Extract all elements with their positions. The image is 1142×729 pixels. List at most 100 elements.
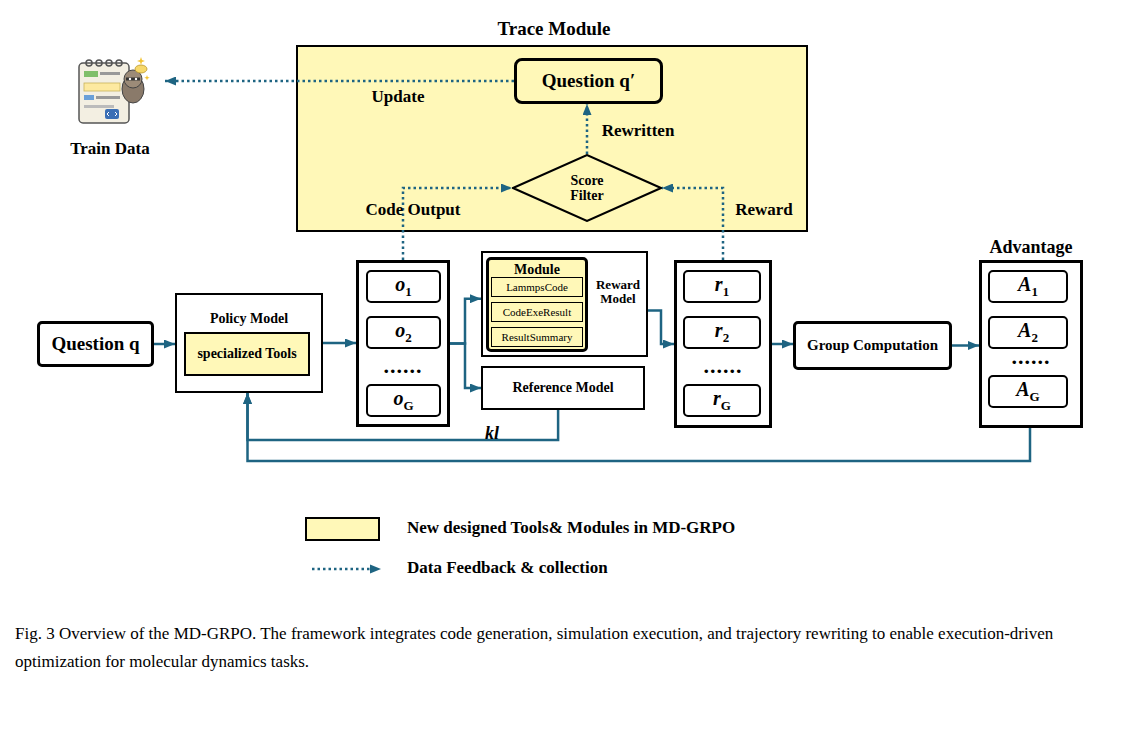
label-group: oG — [368, 386, 439, 415]
policy-model: Policy Model specialized Tools — [175, 293, 323, 393]
legend-text: New designed Tools& Modules in MD-GRPO — [407, 518, 735, 538]
label-group: AG — [1016, 378, 1039, 404]
reward-box: r2 — [683, 316, 761, 349]
symbol-label: r — [713, 387, 721, 409]
label-group: r2 — [685, 318, 759, 347]
node-label: specialized Tools — [186, 334, 308, 374]
trace-module: Trace ModuleQuestion q′Score Filter — [296, 45, 808, 232]
reward-box: r1 — [683, 270, 761, 303]
label-group: rG — [685, 386, 759, 415]
feedback-arrow — [586, 104, 589, 154]
subscript-label: 1 — [723, 284, 730, 299]
module-box: ModuleLammpsCodeCodeExeResultResultSumma… — [486, 257, 588, 352]
symbol-label: r — [715, 319, 723, 341]
edge-label: Update — [372, 87, 425, 107]
symbol-label: r — [715, 273, 723, 295]
node-label: ...... — [359, 355, 447, 377]
reference-model: Reference Model — [481, 366, 645, 410]
flow-arrow — [648, 310, 674, 344]
node-label: CodeExeResult — [492, 303, 582, 321]
flow-arrow — [248, 393, 559, 440]
label-group: o1 — [368, 272, 439, 301]
output-box: o2 — [366, 316, 441, 349]
edge-label: kl — [485, 423, 499, 444]
label-group: AG — [990, 377, 1066, 406]
subscript-label: G — [403, 398, 413, 413]
node-label: LammpsCode — [492, 278, 582, 296]
advantage-column: Advantage......A1A2AG — [979, 260, 1083, 428]
subscript-label: 2 — [1031, 330, 1038, 345]
legend-text: Data Feedback & collection — [407, 558, 608, 578]
subscript-label: G — [1030, 389, 1040, 404]
reward-column: ......r1r2rG — [674, 260, 772, 428]
decision-diamond: Score Filter — [512, 154, 662, 222]
node-label: Reward Model — [589, 271, 647, 313]
feedback-arrow — [165, 80, 514, 83]
feedback-arrow — [403, 188, 512, 260]
output-box: oG — [366, 384, 441, 417]
label-group: rG — [713, 387, 731, 413]
reward-model: Reward ModelModuleLammpsCodeCodeExeResul… — [481, 251, 648, 357]
node-label: Question q — [40, 324, 151, 364]
subscript-label: 2 — [723, 330, 730, 345]
label-group: A2 — [990, 318, 1066, 347]
symbol-label: A — [1018, 319, 1031, 341]
edge-label: Code Output — [366, 200, 461, 220]
module-item: CodeExeResult — [491, 302, 583, 322]
label-group: o2 — [395, 319, 412, 345]
node-label: ...... — [677, 355, 769, 377]
node-label: Policy Model — [177, 308, 321, 330]
subscript-label: 1 — [405, 284, 412, 299]
symbol-label: o — [393, 387, 403, 409]
label-group: r2 — [715, 319, 729, 345]
node-label: ...... — [982, 346, 1080, 368]
flow-arrow — [772, 343, 793, 346]
node-label: Advantage — [972, 236, 1090, 260]
flow-arrow — [154, 343, 175, 346]
output-box: o1 — [366, 270, 441, 303]
process-box: Group Computation — [793, 321, 952, 370]
node-label: Question q′ — [517, 61, 660, 101]
node-label: Group Computation — [796, 324, 949, 367]
question-box: Question q′ — [514, 58, 663, 104]
edge-label: Rewritten — [602, 121, 675, 141]
legend-arrowhead — [370, 565, 381, 574]
advantage-box: A2 — [988, 316, 1068, 349]
node-label: Trace Module — [298, 15, 810, 43]
edge-label: Reward — [735, 200, 793, 220]
tool-box: specialized Tools — [184, 332, 310, 376]
label-group: A1 — [990, 272, 1066, 301]
subscript-label: G — [721, 398, 731, 413]
flow-arrow — [248, 393, 1031, 461]
label-group: oG — [393, 387, 413, 413]
notebook-icon — [75, 55, 150, 127]
label-group: A1 — [1018, 273, 1038, 299]
label-group: o2 — [368, 318, 439, 347]
label-group: o1 — [395, 273, 412, 299]
flow-arrow — [323, 342, 356, 345]
flow-arrow — [952, 344, 979, 347]
flow-arrow — [450, 299, 481, 344]
advantage-box: AG — [988, 375, 1068, 408]
module-item: ResultSummary — [491, 327, 583, 347]
flow-arrow — [450, 344, 481, 389]
symbol-label: A — [1018, 273, 1031, 295]
node-label: ResultSummary — [492, 328, 582, 346]
legend-swatch — [305, 517, 380, 541]
question-box: Question q — [37, 321, 154, 367]
figure-caption: Fig. 3 Overview of the MD-GRPO. The fram… — [15, 620, 1127, 676]
symbol-label: o — [395, 319, 405, 341]
advantage-box: A1 — [988, 270, 1068, 303]
symbol-label: o — [395, 273, 405, 295]
legend-line — [312, 568, 370, 571]
reward-box: rG — [683, 384, 761, 417]
node-label: Score Filter — [552, 154, 622, 222]
train-data: Train Data — [55, 52, 165, 160]
output-column: ......o1o2oG — [356, 260, 450, 427]
node-label: Train Data — [50, 138, 170, 160]
label-group: r1 — [685, 272, 759, 301]
label-group: A2 — [1018, 319, 1038, 345]
